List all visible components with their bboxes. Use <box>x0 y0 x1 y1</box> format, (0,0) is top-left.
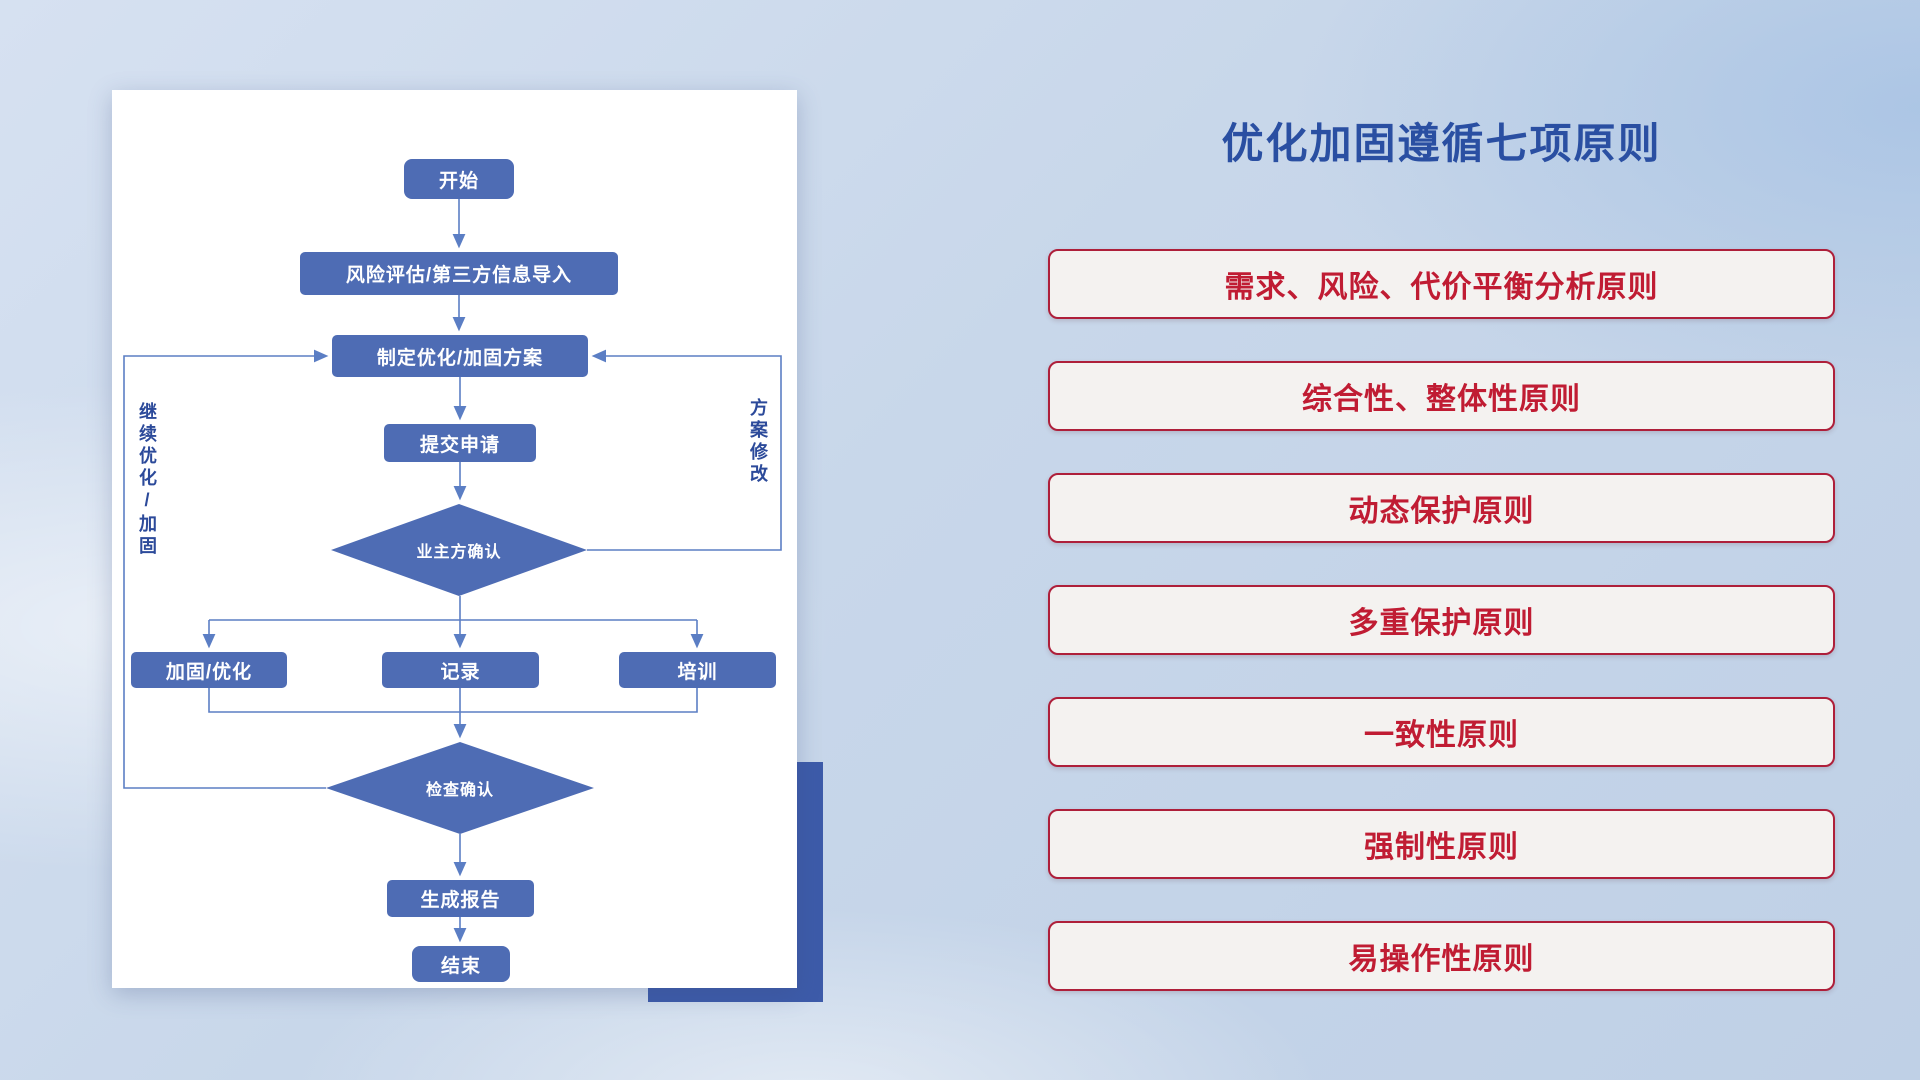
flow-node-submit: 提交申请 <box>384 424 536 462</box>
edge-label-continue-optimize: 继续优化/加固 <box>137 402 157 558</box>
edge-label-plan-modify: 方案修改 <box>748 398 768 486</box>
flow-node-start: 开始 <box>404 159 514 199</box>
flowchart-card: 开始 风险评估/第三方信息导入 制定优化/加固方案 提交申请 业主方确认 加固/… <box>112 90 797 988</box>
flow-node-owner-confirm-label: 业主方确认 <box>416 544 502 561</box>
flow-node-report: 生成报告 <box>387 880 534 917</box>
flow-node-train: 培训 <box>619 652 776 688</box>
flow-node-risk-import: 风险评估/第三方信息导入 <box>300 252 618 295</box>
principles-title: 优化加固遵循七项原则 <box>1221 120 1662 167</box>
principle-item-balance: 需求、风险、代价平衡分析原则 <box>1048 249 1835 319</box>
flow-node-check-confirm-label: 检查确认 <box>425 782 494 799</box>
principle-item-mandatory: 强制性原则 <box>1048 809 1835 879</box>
principle-item-comprehensive: 综合性、整体性原则 <box>1048 361 1835 431</box>
principle-item-consistency: 一致性原则 <box>1048 697 1835 767</box>
flow-node-end: 结束 <box>412 946 510 982</box>
principles-list: 需求、风险、代价平衡分析原则 综合性、整体性原则 动态保护原则 多重保护原则 一… <box>1048 249 1835 991</box>
flow-node-make-plan: 制定优化/加固方案 <box>332 335 588 377</box>
flowchart-arrows <box>123 199 782 943</box>
flow-node-harden: 加固/优化 <box>131 652 287 688</box>
principle-item-dynamic-protection: 动态保护原则 <box>1048 473 1835 543</box>
flow-node-record: 记录 <box>382 652 539 688</box>
principle-item-operability: 易操作性原则 <box>1048 921 1835 991</box>
principle-item-multiple-protection: 多重保护原则 <box>1048 585 1835 655</box>
